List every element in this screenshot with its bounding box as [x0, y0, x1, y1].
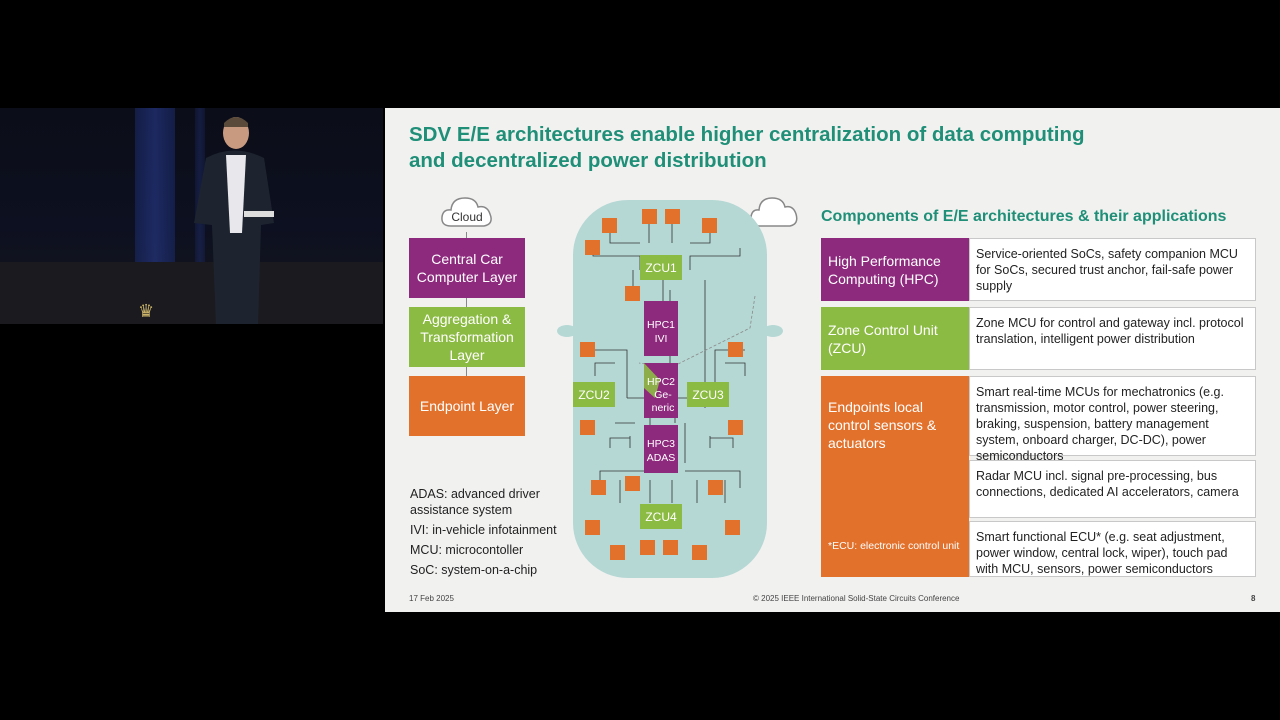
- speaker-figure: [194, 117, 274, 324]
- wireless-link: [669, 295, 756, 369]
- endpoint-node: [602, 218, 617, 233]
- endpoint-node: [642, 209, 657, 224]
- endpoint-node: [663, 540, 678, 555]
- endpoint-node: [591, 480, 606, 495]
- abbreviation-item: SoC: system-on-a-chip: [410, 563, 538, 577]
- hpc2-sublabel: Ge-: [654, 389, 672, 401]
- cloud-label: Cloud: [451, 210, 482, 224]
- ecu-footnote: *ECU: electronic control unit: [828, 540, 960, 552]
- cloud-icon: Cloud: [441, 197, 492, 227]
- connector-line: [466, 298, 467, 307]
- hpc2-label: HPC2: [647, 376, 675, 388]
- vehicle-architecture-diagram: ZCU1 ZCU2 ZCU3 ZCU4 HPC1 IVI HPC2 Ge- ne…: [557, 200, 783, 578]
- endpoint-node: [728, 420, 743, 435]
- layer-endpoint: Endpoint Layer: [409, 376, 525, 436]
- car-mirror: [557, 325, 577, 337]
- zcu1-label: ZCU1: [645, 261, 677, 275]
- endpoint-node: [702, 218, 717, 233]
- abbreviation-item: MCU: microcontoller: [410, 543, 524, 557]
- speaker-video: ♛: [0, 108, 383, 324]
- endpoint-node: [725, 520, 740, 535]
- hpc1-node: HPC1 IVI: [644, 301, 678, 356]
- stage-curtain: [195, 108, 205, 264]
- zcu4-label: ZCU4: [645, 510, 677, 524]
- car-mirror: [763, 325, 783, 337]
- components-title: Components of E/E architectures & their …: [821, 208, 1227, 225]
- hpc-description: Service-oriented SoCs, safety companion …: [969, 238, 1256, 301]
- connector-line: [466, 367, 467, 376]
- abbreviation-list: ADAS: advanced driver assistance system …: [410, 486, 580, 582]
- endpoint-node: [625, 476, 640, 491]
- hpc2-sublabel: neric: [652, 402, 675, 414]
- endpoint-node: [585, 240, 600, 255]
- endpoint-node: [625, 286, 640, 301]
- zcu-description: Zone MCU for control and gateway incl. p…: [969, 307, 1256, 370]
- endpoint-nodes: [580, 209, 743, 560]
- zcu-label: Zone Control Unit (ZCU): [821, 307, 969, 370]
- hpc3-node: HPC3 ADAS: [644, 425, 678, 473]
- hpc-label: High Performance Computing (HPC): [821, 238, 969, 301]
- connector-line: [466, 232, 467, 238]
- endpoints-label: Endpoints local control sensors & actuat…: [828, 399, 937, 451]
- stage-floor: [0, 262, 383, 324]
- endpoint-node: [580, 342, 595, 357]
- presentation-slide: SDV E/E architectures enable higher cent…: [385, 108, 1280, 612]
- hpc1-sublabel: IVI: [655, 333, 668, 345]
- hpc2-node: HPC2 Ge- neric: [644, 363, 678, 418]
- endpoint-node: [610, 545, 625, 560]
- page-number: 8: [1251, 594, 1256, 603]
- endpoints-description-mechatronics: Smart real-time MCUs for mechatronics (e…: [969, 376, 1256, 463]
- layer-central-car-computer: Central Car Computer Layer: [409, 238, 525, 298]
- endpoint-node: [692, 545, 707, 560]
- hpc3-label: HPC3: [647, 438, 675, 450]
- zcu3-node: ZCU3: [687, 382, 729, 407]
- endpoint-node: [728, 342, 743, 357]
- zcu3-label: ZCU3: [692, 388, 724, 402]
- zcu2-node: ZCU2: [573, 382, 615, 407]
- conference-logo: ♛: [138, 301, 155, 321]
- footer-conference: © 2025 IEEE International Solid-State Ci…: [753, 594, 960, 603]
- endpoint-node: [708, 480, 723, 495]
- zcu4-node: ZCU4: [640, 504, 682, 529]
- zcu2-label: ZCU2: [578, 388, 610, 402]
- stage-curtain: [135, 108, 175, 264]
- endpoint-node: [580, 420, 595, 435]
- endpoint-node: [640, 540, 655, 555]
- endpoints-description-radar: Radar MCU incl. signal pre-processing, b…: [969, 460, 1256, 518]
- endpoint-node: [585, 520, 600, 535]
- endpoints-description-functional-ecu: Smart functional ECU* (e.g. seat adjustm…: [969, 521, 1256, 577]
- zcu1-node: ZCU1: [640, 255, 682, 280]
- abbreviation-item: ADAS: advanced driver assistance system: [410, 487, 540, 517]
- footer-date: 17 Feb 2025: [409, 594, 454, 603]
- layer-aggregation-transformation: Aggregation & Transformation Layer: [409, 307, 525, 367]
- hpc3-sublabel: ADAS: [647, 452, 676, 464]
- endpoints-label-cell: Endpoints local control sensors & actuat…: [821, 376, 969, 577]
- abbreviation-item: IVI: in-vehicle infotainment: [410, 523, 557, 537]
- endpoint-node: [665, 209, 680, 224]
- slide-title: SDV E/E architectures enable higher cent…: [409, 123, 1085, 172]
- hpc1-label: HPC1: [647, 319, 675, 331]
